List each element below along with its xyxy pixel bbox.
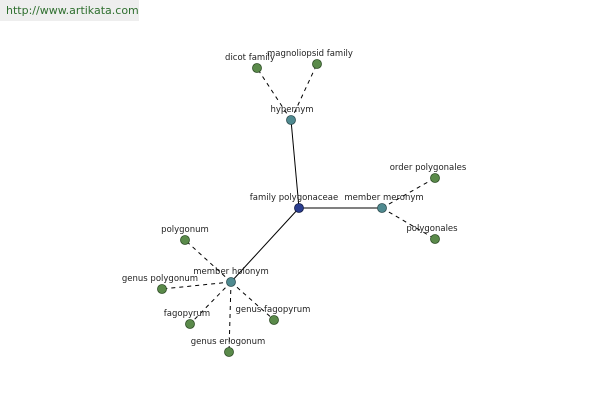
- label-polygonum[interactable]: polygonum: [161, 225, 209, 235]
- node-fagopyrum[interactable]: [185, 319, 195, 329]
- label-hypernym[interactable]: hypernym: [270, 105, 313, 115]
- label-order-polygonales[interactable]: order polygonales: [390, 163, 467, 173]
- edge-member-holonym-genus-polygonum: [161, 281, 232, 290]
- label-magnoliopsid-family[interactable]: magnoliopsid family: [267, 49, 353, 59]
- node-hypernym[interactable]: [286, 115, 296, 125]
- label-fagopyrum[interactable]: fagopyrum: [164, 309, 210, 319]
- node-genus-polygonum[interactable]: [157, 284, 167, 294]
- node-magnoliopsid-family[interactable]: [312, 59, 322, 69]
- label-polygonales[interactable]: polygonales: [406, 224, 458, 234]
- label-dicot-family[interactable]: dicot family: [225, 53, 275, 63]
- label-member-meronym[interactable]: member meronym: [344, 193, 423, 203]
- label-genus-polygonum[interactable]: genus polygonum: [122, 274, 198, 284]
- node-center[interactable]: [294, 203, 304, 213]
- label-genus-fagopyrum[interactable]: genus fagopyrum: [236, 305, 311, 315]
- edges: [161, 63, 436, 353]
- label-genus-eriogonum[interactable]: genus eriogonum: [191, 337, 265, 347]
- node-genus-eriogonum[interactable]: [224, 347, 234, 357]
- node-genus-fagopyrum[interactable]: [269, 315, 279, 325]
- edge-member-holonym-polygonum: [184, 239, 232, 283]
- label-member-holonym[interactable]: member holonym: [193, 267, 268, 277]
- url-banner: http://www.artikata.com: [0, 0, 139, 21]
- node-order-polygonales[interactable]: [430, 173, 440, 183]
- edge-hypernym-magnoliopsid-family: [290, 63, 318, 121]
- edge-center-member-holonym: [230, 207, 300, 283]
- edge-member-holonym-fagopyrum: [189, 281, 232, 325]
- edge-hypernym-dicot-family: [256, 67, 292, 121]
- node-dicot-family[interactable]: [252, 63, 262, 73]
- edge-member-meronym-polygonales: [381, 207, 436, 240]
- edge-member-holonym-genus-fagopyrum: [230, 281, 275, 321]
- node-polygonales[interactable]: [430, 234, 440, 244]
- edge-member-meronym-order-polygonales: [381, 177, 436, 209]
- edge-center-hypernym: [290, 119, 300, 209]
- site-url[interactable]: http://www.artikata.com: [6, 4, 139, 17]
- node-member-holonym[interactable]: [226, 277, 236, 287]
- node-polygonum[interactable]: [180, 235, 190, 245]
- edge-member-holonym-genus-eriogonum: [228, 281, 232, 353]
- label-center[interactable]: family polygonaceae: [250, 193, 338, 203]
- nodes: [157, 59, 440, 357]
- node-member-meronym[interactable]: [377, 203, 387, 213]
